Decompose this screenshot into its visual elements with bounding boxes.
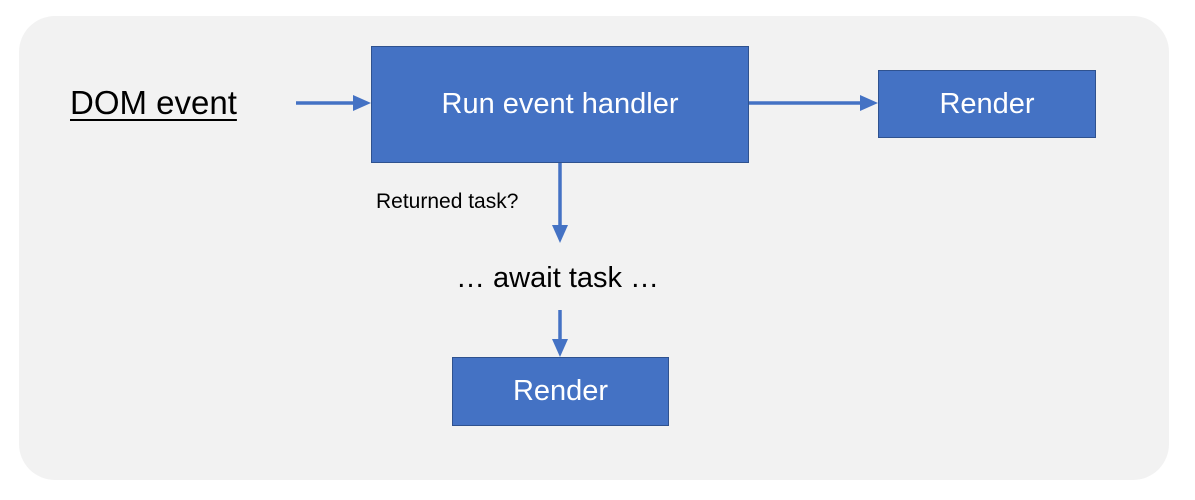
returned-task-label: Returned task? [376, 190, 519, 213]
dom-event-label: DOM event [70, 84, 237, 121]
render-right-label: Render [939, 87, 1035, 120]
render-bottom-label: Render [512, 375, 609, 407]
await-task-label: … await task … [456, 262, 660, 294]
render-box-right: Render [878, 70, 1096, 138]
run-event-handler-label: Run event handler [441, 88, 679, 120]
run-event-handler-box: Run event handler [371, 46, 749, 163]
render-box-bottom: Render [452, 357, 669, 426]
